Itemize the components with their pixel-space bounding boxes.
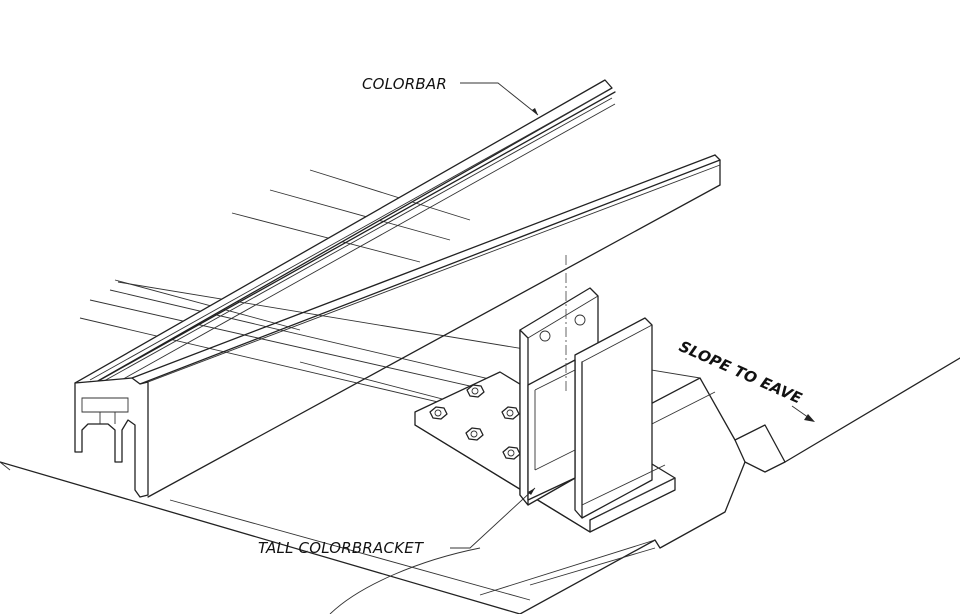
label-tall-colorbracket: TALL COLORBRACKET (258, 487, 536, 557)
slope-to-eave-label: SLOPE TO EAVE (676, 337, 805, 408)
tall-colorbracket (414, 287, 676, 533)
roof-sheet (0, 169, 960, 614)
colorbar-label: COLORBAR (362, 75, 447, 93)
slope-arrow-head (804, 414, 815, 422)
label-colorbar: COLORBAR (362, 75, 539, 116)
tall-colorbracket-label: TALL COLORBRACKET (258, 539, 425, 557)
bolt-hole (574, 314, 586, 326)
colorbar-rail (74, 79, 721, 498)
bolt-hole (539, 330, 551, 342)
bolt-heads (429, 384, 521, 460)
